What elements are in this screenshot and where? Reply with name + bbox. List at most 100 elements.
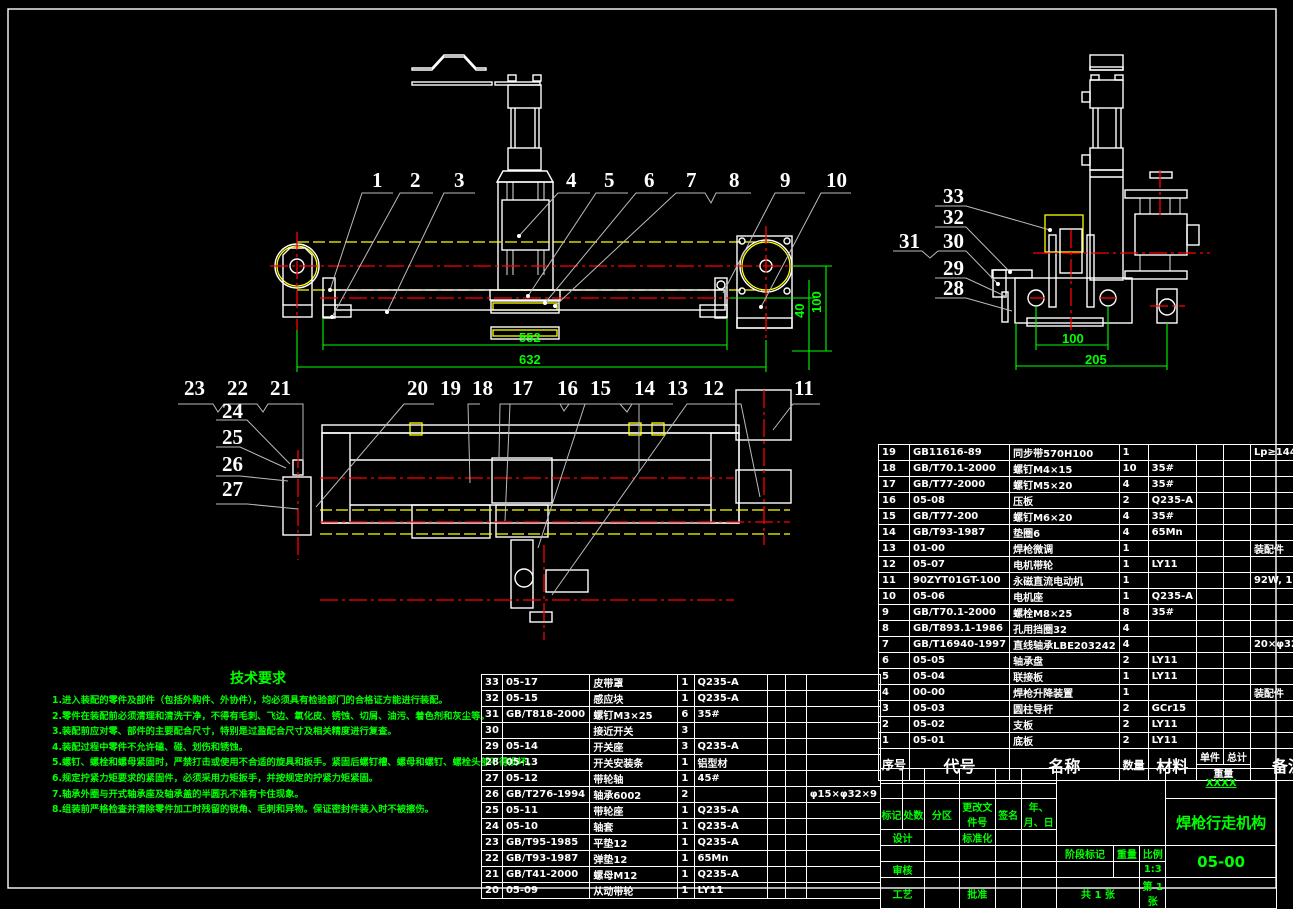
bom-cell-code [502,723,589,739]
bom-cell-weight [1223,653,1250,669]
balloon-6: 6 [644,168,655,192]
dim-632: 632 [519,352,541,367]
design-label: 设计 [881,830,925,846]
bom-cell-weight [1196,733,1223,749]
bom-cell-material: LY11 [1148,557,1196,573]
bom-cell-name: 从动带轮 [590,883,678,899]
bom-cell-weight [768,691,786,707]
bom-cell-name: 带轮座 [590,803,678,819]
balloon-20: 20 [407,376,428,400]
bom-cell-remarks [1250,605,1293,621]
bom-cell-remarks [806,851,880,867]
bom-cell-weight [785,755,806,771]
bom-cell-name: 轴承6002 [590,787,678,803]
bom-cell-remarks [1250,525,1293,541]
technical-requirements: 技术要求 1.进入装配的零件及部件（包括外购件、外协件），均必须具有检验部门的合… [52,668,482,818]
bom-cell-no: 30 [482,723,503,739]
bom-cell-no: 10 [879,589,910,605]
bom-cell-no: 8 [879,621,910,637]
bom-cell-name: 螺钉M5×20 [1010,477,1120,493]
bom-cell-material: Q235-A [694,739,768,755]
bom-header-row: 序号 代号 名称 数量 材料 单件 总计 备注 [879,749,1293,765]
bom-cell-code: 05-05 [910,653,1010,669]
bom-cell-name: 螺母M12 [590,867,678,883]
bom-cell-remarks [806,755,880,771]
balloon-25: 25 [222,425,243,449]
balloon-1: 1 [372,168,383,192]
bom-cell-no: 1 [879,733,910,749]
bom-cell-name: 同步带570H100 [1010,445,1120,461]
bom-cell-remarks [1250,621,1293,637]
bom-cell-code: 05-17 [502,675,589,691]
bom-cell-material: Q235-A [1148,493,1196,509]
bom-cell-weight [785,851,806,867]
balloon-17: 17 [512,376,533,400]
bom-cell-weight [1196,653,1223,669]
bom-cell-remarks [1250,653,1293,669]
balloon-18: 18 [472,376,493,400]
bom-cell-remarks [1250,557,1293,573]
balloon-9: 9 [780,168,791,192]
bom-cell-code: 05-02 [910,717,1010,733]
bom-cell-material: GCr15 [1148,701,1196,717]
bom-cell-material: 45# [694,771,768,787]
bom-cell-code: 05-06 [910,589,1010,605]
balloon-21: 21 [270,376,291,400]
bom-cell-name: 压板 [1010,493,1120,509]
bom-cell-material: 35# [1148,605,1196,621]
bom-cell-material: Q235-A [694,803,768,819]
bom-cell-qty: 2 [1119,493,1148,509]
bom-cell-name: 平垫12 [590,835,678,851]
bom-cell-no: 32 [482,691,503,707]
bom-cell-name: 底板 [1010,733,1120,749]
company-name: XXXX [1166,769,1277,799]
bom-cell-weight [785,787,806,803]
bom-cell-remarks [1250,477,1293,493]
bom-cell-no: 24 [482,819,503,835]
balloon-7: 7 [686,168,697,192]
bom-cell-code: 01-00 [910,541,1010,557]
dim-side-205: 205 [1085,352,1107,367]
bom-cell-qty: 1 [678,755,694,771]
bom-cell-material: Q235-A [694,835,768,851]
bom-cell-no: 7 [879,637,910,653]
bom-cell-remarks: 92W, 15rpm [1250,573,1293,589]
bom-cell-qty: 1 [1119,685,1148,701]
bom-cell-code: 05-14 [502,739,589,755]
bom-cell-qty: 2 [1119,733,1148,749]
bom-cell-no: 11 [879,573,910,589]
bom-cell-qty: 6 [678,707,694,723]
bom-cell-material: 35# [1148,461,1196,477]
tech-requirement-item: 3.装配前应对零、部件的主要配合尺寸，特别是过盈配合尺寸及相关精度进行复查。 [52,724,482,740]
bom-cell-material: 65Mn [1148,525,1196,541]
bom-cell-no: 6 [879,653,910,669]
bom-cell-qty: 1 [678,803,694,819]
dim-side-100: 100 [1062,331,1084,346]
bom-cell-weight [768,675,786,691]
bom-cell-code: 05-12 [502,771,589,787]
bom-cell-weight [768,707,786,723]
bom-table-right: 19GB11616-89同步带570H1001Lp≥1447.918GB/T70… [878,444,1293,781]
balloon-22: 22 [227,376,248,400]
bom-cell-qty: 10 [1119,461,1148,477]
bom-cell-remarks [806,739,880,755]
bom-cell-remarks: Lp≥1447.9 [1250,445,1293,461]
rev-header-sign: 签名 [995,799,1021,830]
balloon-3: 3 [454,168,465,192]
bom-cell-weight [1196,461,1223,477]
bom-cell-code: GB/T93-1987 [502,851,589,867]
process-label: 工艺 [881,878,925,909]
bom-cell-weight [785,707,806,723]
balloon-12: 12 [703,376,724,400]
bom-cell-code: 05-01 [910,733,1010,749]
bom-cell-code: GB/T77-200 [910,509,1010,525]
bom-cell-name: 接近开关 [590,723,678,739]
bom-cell-code: GB/T93-1987 [910,525,1010,541]
